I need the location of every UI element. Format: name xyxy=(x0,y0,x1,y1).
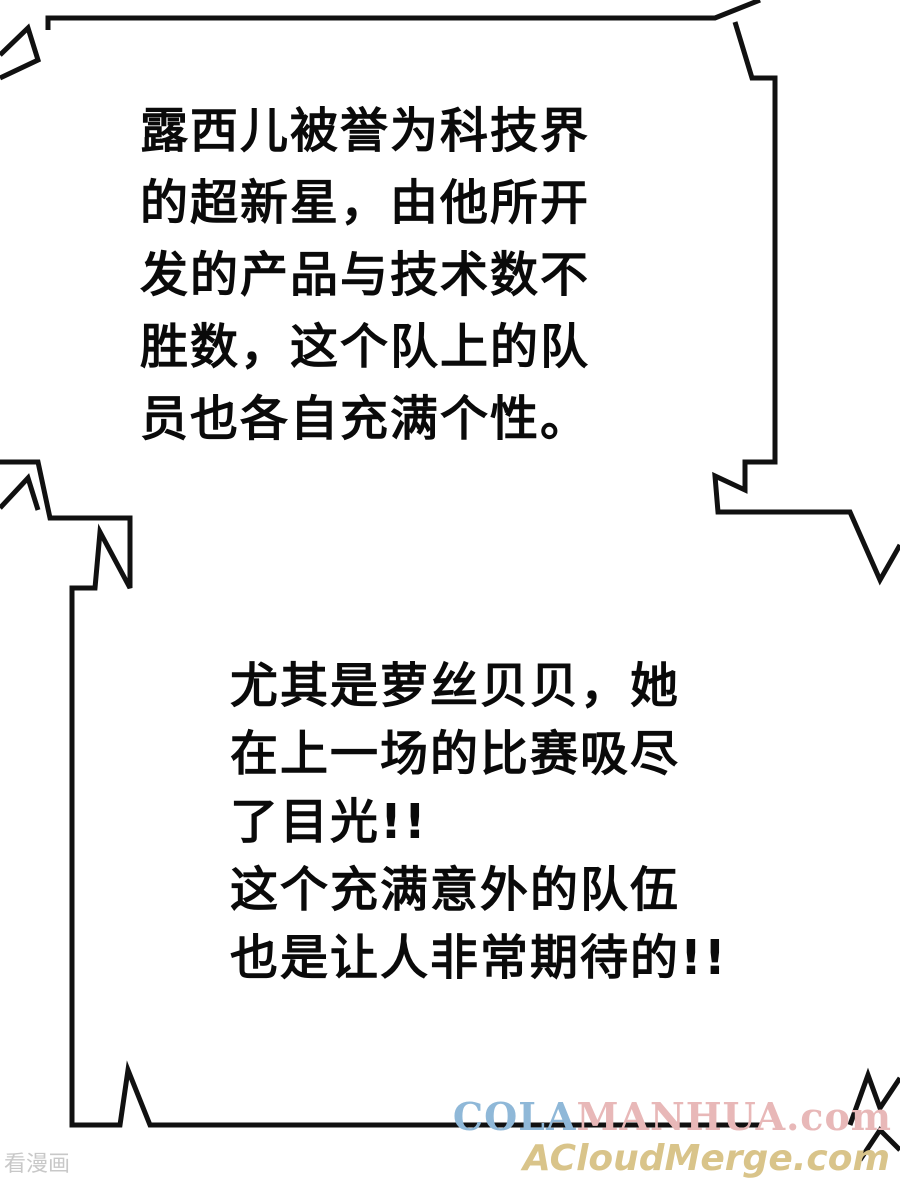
caption-line: 了目光!! xyxy=(230,794,428,850)
watermark-manhua: MANHUA.com xyxy=(576,1094,892,1139)
panel-1-border xyxy=(0,23,42,81)
caption-line: 胜数，这个队上的队 xyxy=(140,319,591,375)
caption-line: 的超新星，由他所开 xyxy=(140,175,591,231)
caption-line: 露西儿被誉为科技界 xyxy=(140,103,591,159)
caption-line: 员也各自充满个性。 xyxy=(140,391,591,447)
caption-line: 在上一场的比赛吸尽 xyxy=(230,726,681,782)
watermark-left: 看漫画 xyxy=(4,1152,71,1177)
panel-1-border-left xyxy=(0,459,760,1128)
watermark-acloudmerge: ACloudMerge.com xyxy=(522,1138,890,1179)
panel-2-border-bottom-right xyxy=(847,1067,900,1126)
panel-2-border-bottom-right-2 xyxy=(857,1126,900,1162)
watermark-colamanhua: COLAMANHUA.com xyxy=(453,1094,892,1139)
watermark-cola: COLA xyxy=(452,1094,577,1139)
caption-line: 这个充满意外的队伍 xyxy=(230,862,681,918)
caption-line: 也是让人非常期待的!! xyxy=(230,930,728,986)
caption-line: 发的产品与技术数不 xyxy=(140,247,591,303)
caption-top: 露西儿被誉为科技界 的超新星，由他所开 发的产品与技术数不 胜数，这个队上的队 … xyxy=(140,95,590,455)
caption-line: 尤其是萝丝贝贝，她 xyxy=(230,658,681,714)
caption-bottom: 尤其是萝丝贝贝，她 在上一场的比赛吸尽 了目光!! 这个充满意外的队伍 也是让人… xyxy=(230,652,728,992)
panel-1-border-top xyxy=(45,0,761,30)
panel-1-border-left-spike xyxy=(0,473,41,511)
panel-1-border-right xyxy=(712,21,900,586)
